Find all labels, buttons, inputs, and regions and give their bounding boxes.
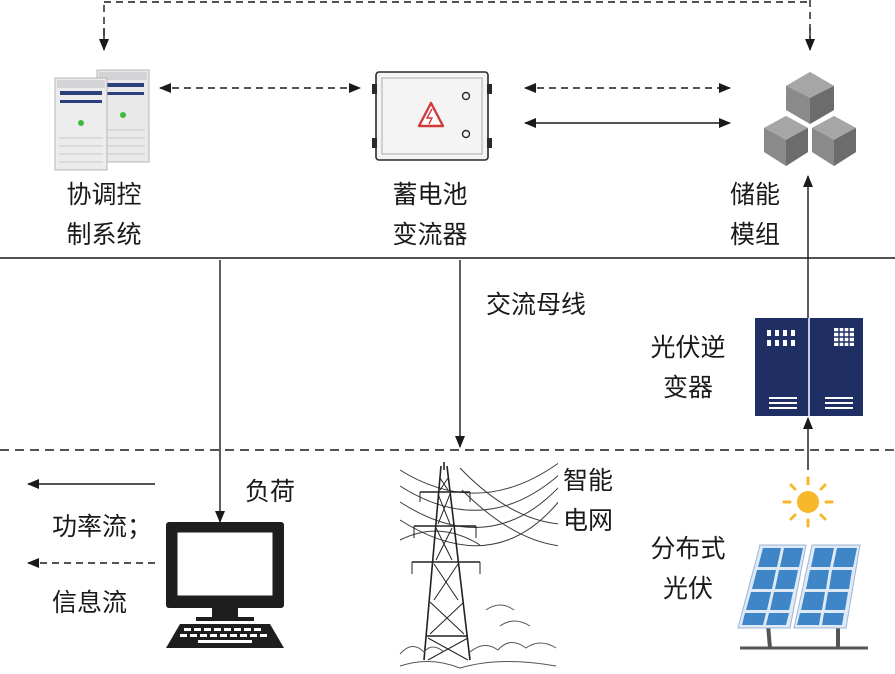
info-flow-top-loop <box>103 0 811 48</box>
energy-storage-label-1: 储能 <box>729 180 780 209</box>
smart-grid-label-2: 电网 <box>563 506 614 535</box>
server-tower-icon <box>54 69 150 171</box>
coordination-system-label-1: 协调控 <box>66 180 142 209</box>
ac-bus-label: 交流母线 <box>486 290 587 319</box>
battery-converter-label-1: 蓄电池 <box>392 180 468 209</box>
sun-icon <box>782 476 834 528</box>
distributed-pv-label-2: 光伏 <box>662 574 713 603</box>
solar-panel-icon <box>737 544 868 650</box>
power-tower-icon <box>399 462 558 669</box>
cube-cluster-icon <box>764 72 856 166</box>
legend-info-flow-label: 信息流 <box>52 588 128 617</box>
battery-converter-label-2: 变流器 <box>392 220 468 249</box>
load-label: 负荷 <box>245 477 296 506</box>
inverter-cabinet-icon <box>755 318 863 416</box>
desktop-computer-icon <box>166 522 284 648</box>
electrical-cabinet-icon <box>372 71 492 161</box>
pv-inverter-label-2: 变器 <box>662 373 713 402</box>
smart-grid-label-1: 智能 <box>563 466 614 495</box>
legend-power-flow-label: 功率流； <box>52 512 153 541</box>
pv-inverter-label-1: 光伏逆 <box>650 333 726 362</box>
coordination-system-label-2: 制系统 <box>66 220 142 249</box>
warning-icon <box>417 101 445 128</box>
distributed-pv-label-1: 分布式 <box>650 534 726 563</box>
energy-storage-label-2: 模组 <box>729 220 780 249</box>
